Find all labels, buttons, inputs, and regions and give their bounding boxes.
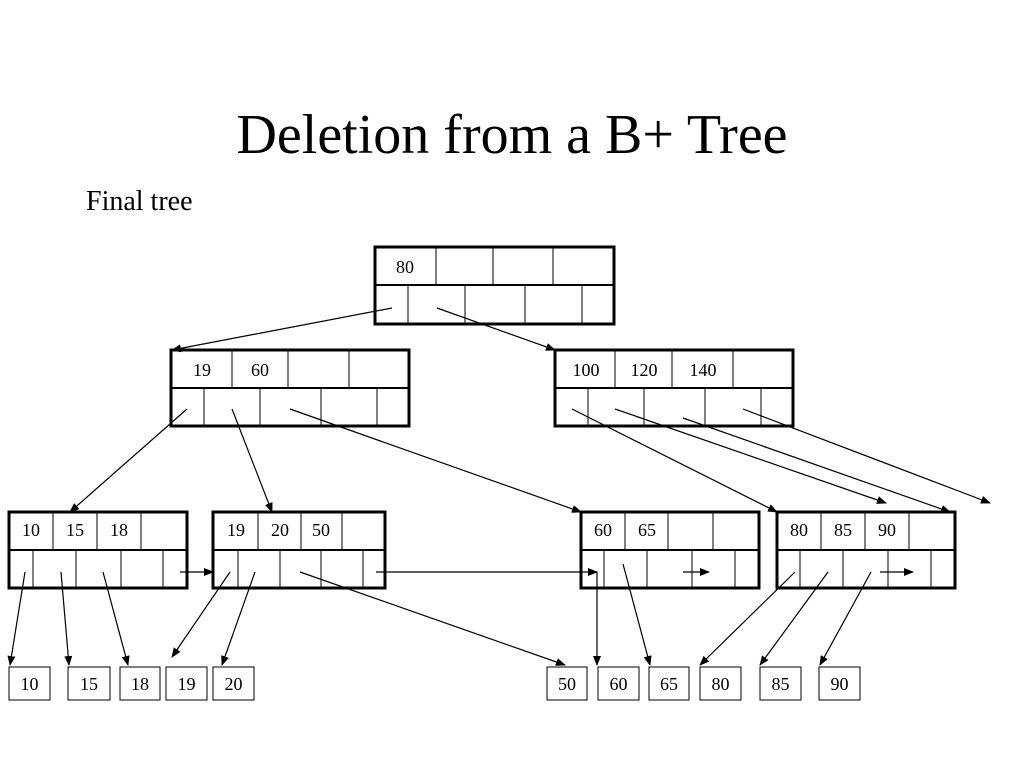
internal-right-key-3: 140 xyxy=(690,360,717,380)
leaf-4-key-1: 80 xyxy=(790,520,808,540)
pointer-arrow xyxy=(102,571,130,666)
pointer-arrow xyxy=(69,408,188,513)
slide-title: Deletion from a B+ Tree xyxy=(236,104,788,166)
pointer-arrow xyxy=(221,571,256,666)
leaf-2-key-1: 19 xyxy=(227,520,245,540)
record-box: 60 xyxy=(597,666,640,701)
record-box: 18 xyxy=(119,666,161,701)
internal-right-key-1: 100 xyxy=(573,360,600,380)
internal-left-key-2: 60 xyxy=(251,360,269,380)
leaf-1-key-3: 18 xyxy=(110,520,128,540)
record-box: 65 xyxy=(648,666,690,701)
pointer-arrow xyxy=(759,571,829,666)
leaf-4-key-3: 90 xyxy=(878,520,896,540)
pointer-arrow xyxy=(571,408,778,513)
slide-subtitle: Final tree xyxy=(86,186,193,217)
leaf-2-key-3: 50 xyxy=(312,520,330,540)
record-box: 50 xyxy=(546,666,588,701)
leaf-node-2: 19 20 50 xyxy=(211,510,387,590)
pointer-arrow xyxy=(231,408,273,513)
pointer-arrow xyxy=(7,571,26,666)
root-key-1: 80 xyxy=(396,257,414,277)
pointer-arrow xyxy=(819,571,872,666)
record-box: 20 xyxy=(212,666,255,701)
pointer-arrow xyxy=(289,408,582,513)
leaf-1-key-2: 15 xyxy=(66,520,84,540)
record-value: 90 xyxy=(831,674,849,694)
record-value: 60 xyxy=(610,674,628,694)
leaf-4-key-2: 85 xyxy=(834,520,852,540)
leaf-3-key-2: 65 xyxy=(638,520,656,540)
record-value: 10 xyxy=(21,674,39,694)
pointer-arrow xyxy=(171,307,393,353)
record-box: 19 xyxy=(165,666,208,701)
leaf-3-key-1: 60 xyxy=(594,520,612,540)
pointer-arrow xyxy=(682,417,951,513)
leaf-1-key-1: 10 xyxy=(22,520,40,540)
internal-left-key-1: 19 xyxy=(193,360,211,380)
record-value: 50 xyxy=(558,674,576,694)
record-box: 15 xyxy=(67,666,111,701)
leaf-node-3: 60 65 xyxy=(579,510,761,590)
internal-node-right: 100 120 140 xyxy=(553,348,795,428)
pointer-arrow xyxy=(614,408,887,504)
record-value: 15 xyxy=(80,674,98,694)
record-value: 18 xyxy=(131,674,149,694)
internal-right-key-2: 120 xyxy=(631,360,658,380)
pointer-arrow xyxy=(699,571,796,666)
record-box: 90 xyxy=(818,666,861,701)
data-records: 10 15 18 19 20 50 60 65 xyxy=(8,666,861,701)
record-box: 85 xyxy=(759,666,802,701)
leaf-2-key-2: 20 xyxy=(271,520,289,540)
leaf-node-1: 10 15 18 xyxy=(7,510,189,590)
record-box: 80 xyxy=(699,666,742,701)
pointer-arrow xyxy=(171,571,231,658)
record-value: 80 xyxy=(712,674,730,694)
record-value: 85 xyxy=(772,674,790,694)
pointer-arrow xyxy=(622,563,652,666)
pointer-arrow xyxy=(299,571,566,666)
pointer-arrows xyxy=(7,307,991,666)
pointer-arrow xyxy=(436,307,556,351)
pointer-arrow xyxy=(742,408,991,504)
record-value: 20 xyxy=(225,674,243,694)
pointer-arrow xyxy=(60,571,73,666)
root-node: 80 xyxy=(373,245,616,326)
record-box: 10 xyxy=(8,666,51,701)
record-value: 65 xyxy=(660,674,678,694)
record-value: 19 xyxy=(178,674,196,694)
leaf-node-4: 80 85 90 xyxy=(775,510,957,590)
internal-node-left: 19 60 xyxy=(169,348,411,428)
